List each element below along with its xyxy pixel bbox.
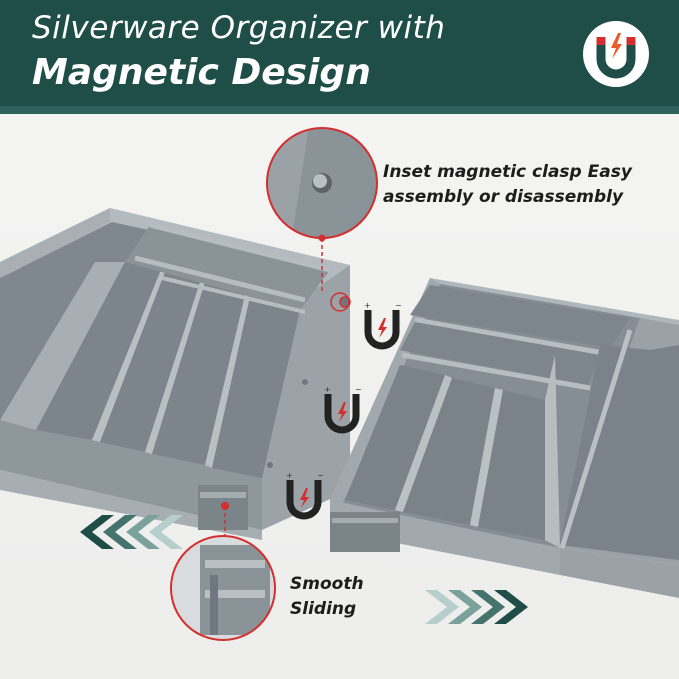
magnet-icon: + − <box>324 385 362 434</box>
svg-text:−: − <box>395 301 402 310</box>
clasp-caption: Inset magnetic clasp Easy assembly or di… <box>383 160 673 210</box>
sliding-caption: Smooth Sliding <box>290 572 410 622</box>
sliding-caption-line-1: Smooth <box>290 574 364 594</box>
clasp-caption-line-1: Inset magnetic clasp Easy <box>383 162 632 182</box>
svg-text:−: − <box>355 385 362 394</box>
svg-text:+: + <box>364 301 371 310</box>
right-tray <box>330 278 679 598</box>
sliding-caption-line-2: Sliding <box>290 599 357 619</box>
svg-text:−: − <box>317 471 324 480</box>
magnet-icon: + − <box>286 471 324 520</box>
header-divider <box>0 106 679 114</box>
title-line-1: Silverware Organizer with <box>32 10 446 46</box>
magnet-lightning-icon <box>596 33 636 79</box>
chevrons-right-icon <box>425 590 528 624</box>
left-tray <box>0 208 351 540</box>
slide-zoom-callout <box>170 502 276 641</box>
header-banner <box>0 0 679 106</box>
chevrons-left-icon <box>80 515 183 549</box>
clasp-caption-line-2: assembly or disassembly <box>383 187 624 207</box>
svg-text:+: + <box>286 471 293 480</box>
magnet-icon: + − <box>364 301 402 350</box>
title-line-2: Magnetic Design <box>32 52 371 93</box>
magnet-logo <box>583 21 649 87</box>
product-scene: + − + − + − <box>0 114 679 679</box>
svg-text:+: + <box>324 385 331 394</box>
